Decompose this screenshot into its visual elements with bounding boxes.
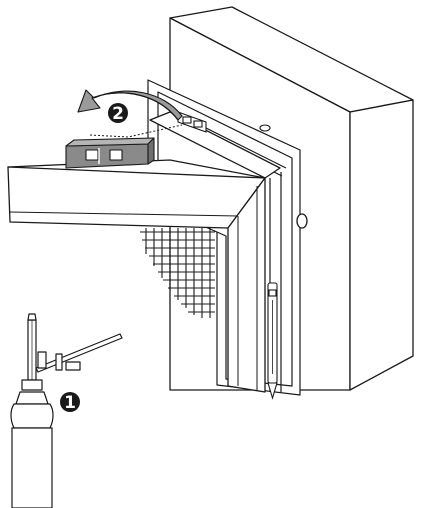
screen-profile: [7, 111, 281, 393]
step-1-badge: 1: [60, 392, 80, 413]
pen: [267, 282, 278, 400]
side-rail: [227, 177, 266, 393]
mesh-screen: [140, 228, 215, 318]
top-hole: [259, 124, 271, 132]
lintel-rail: [149, 111, 281, 179]
mounting-bracket: [65, 137, 155, 169]
top-rail-front: [7, 166, 266, 229]
wall-side-face: [349, 99, 414, 391]
step-2-badge: 2: [108, 103, 128, 124]
lintel-clip: [177, 111, 207, 133]
step-1-number: 1: [64, 393, 76, 413]
wall-hole: [296, 213, 308, 229]
pin-tool: [35, 333, 123, 373]
screwdriver: [10, 313, 54, 508]
step-2-number: 2: [112, 104, 124, 124]
motion-path: [89, 124, 183, 138]
